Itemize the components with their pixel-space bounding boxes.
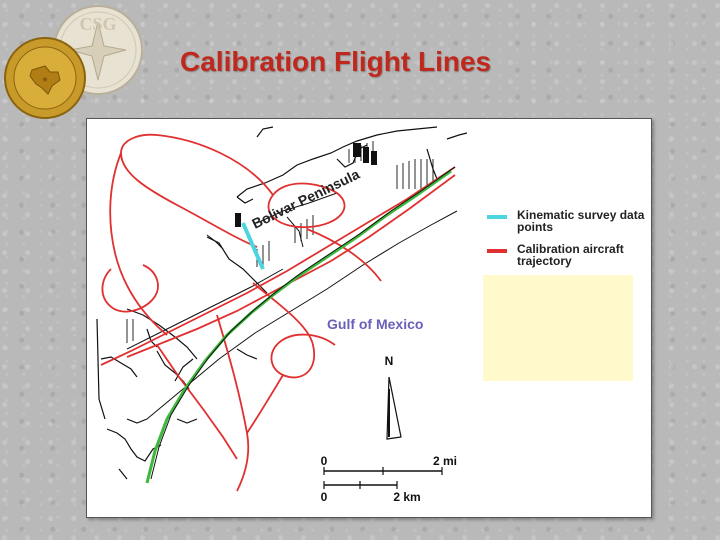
shoreline-survey-line: [145, 169, 452, 484]
scale-bar-km: 0 2 km: [321, 481, 421, 504]
page-title: Calibration Flight Lines: [180, 46, 492, 77]
legend-label-survey: Kinematic survey data points: [517, 208, 645, 234]
coastline: [96, 126, 468, 480]
town-grid: [126, 141, 434, 343]
legend-highlight-box: [483, 275, 633, 381]
map-panel: Bolivar Peninsula Gulf of Mexico N 0 2 m…: [86, 118, 652, 518]
map-canvas: Bolivar Peninsula Gulf of Mexico N 0 2 m…: [96, 126, 468, 504]
gulf-of-mexico-label: Gulf of Mexico: [327, 316, 423, 332]
svg-text:★: ★: [41, 75, 48, 84]
aircraft-trajectory: [100, 133, 456, 492]
svg-text:2 mi: 2 mi: [433, 454, 457, 468]
legend-label-trajectory: Calibration aircraft trajectory: [517, 242, 624, 268]
svg-text:0: 0: [321, 454, 328, 468]
roads: [126, 192, 458, 420]
scale-bar-miles: 0 2 mi: [321, 454, 457, 475]
buildings: [235, 143, 377, 227]
legend-swatch-trajectory: [487, 249, 507, 253]
north-arrow-icon: N: [385, 354, 402, 440]
svg-text:0: 0: [321, 490, 328, 504]
kinematic-survey-points: [241, 222, 265, 270]
gold-seal: ★: [4, 37, 86, 119]
svg-text:N: N: [385, 354, 394, 368]
bureau-seal-logo: CSG ★: [4, 5, 143, 119]
legend-swatch-survey: [487, 215, 507, 219]
svg-text:CSG: CSG: [79, 14, 116, 34]
svg-text:2 km: 2 km: [393, 490, 420, 504]
bolivar-peninsula-label: Bolivar Peninsula: [249, 166, 362, 232]
